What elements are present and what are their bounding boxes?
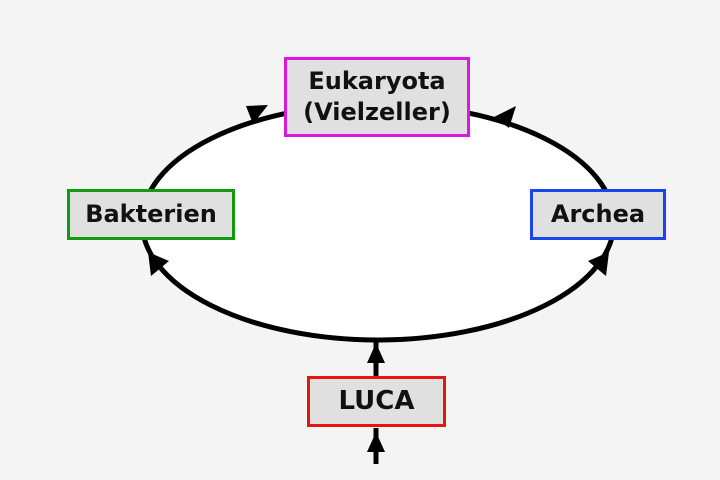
archea-label: Archea (550, 199, 646, 228)
node-bakterien: Bakterien (67, 189, 235, 240)
eukaryota-label: Eukaryota (308, 66, 446, 95)
arrowhead-to-archea (588, 252, 609, 276)
arrowhead-luca-up (367, 343, 385, 363)
arrowhead-to-bakterien (148, 252, 169, 276)
node-eukaryota: Eukaryota (Vielzeller) (284, 57, 470, 137)
arrowhead-archea-to-eukaryota (494, 106, 516, 128)
eukaryota-sublabel: (Vielzeller) (303, 98, 451, 126)
arrowhead-incoming (367, 432, 385, 452)
arrowhead-bakterien-to-eukaryota (246, 105, 268, 124)
luca-label: LUCA (338, 385, 415, 416)
node-luca: LUCA (307, 376, 446, 427)
bakterien-label: Bakterien (85, 199, 217, 228)
node-archea: Archea (530, 189, 666, 240)
